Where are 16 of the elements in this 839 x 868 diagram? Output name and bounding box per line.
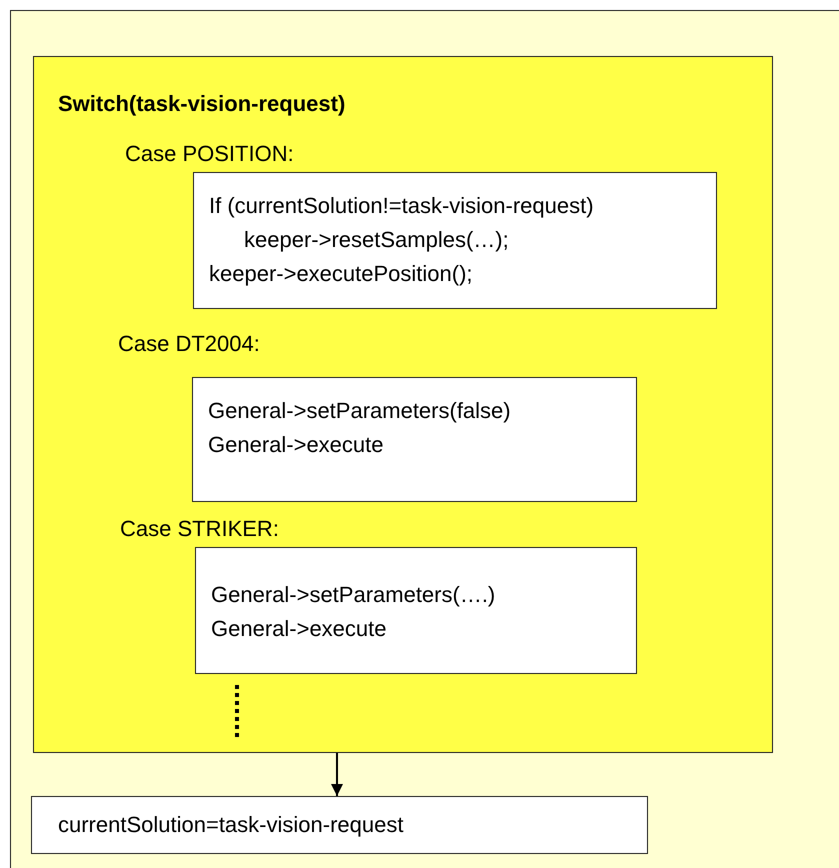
switch-panel [33, 56, 773, 753]
outer-panel [10, 10, 839, 868]
code-line: keeper->resetSamples(…); [244, 226, 509, 254]
code-line: General->execute [211, 615, 386, 643]
code-line: If (currentSolution!=task-vision-request) [209, 192, 594, 220]
case-label: Case DT2004: [118, 330, 260, 358]
statement-text: currentSolution=task-vision-request [58, 811, 404, 839]
switch-heading: Switch(task-vision-request) [58, 90, 346, 118]
code-line: General->setParameters(false) [208, 397, 511, 425]
code-line: General->setParameters(….) [211, 581, 496, 609]
statement-box [31, 796, 648, 854]
arrow [331, 753, 343, 796]
case-label: Case STRIKER: [120, 515, 279, 543]
code-line: General->execute [208, 431, 384, 459]
code-line: keeper->executePosition(); [209, 260, 473, 288]
case-label: Case POSITION: [125, 140, 294, 168]
